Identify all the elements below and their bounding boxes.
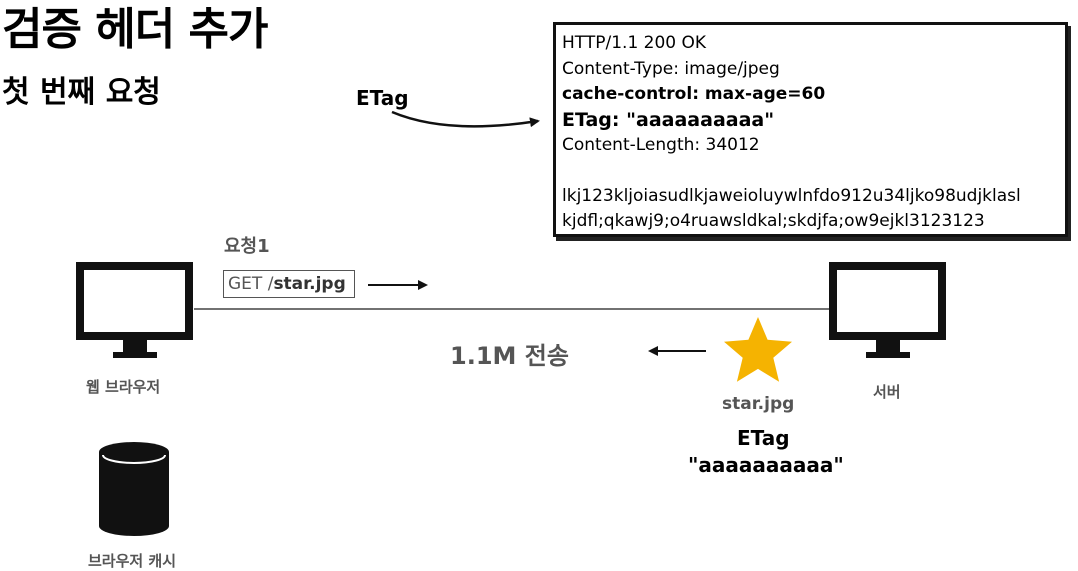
response-header-line: Content-Length: 34012: [562, 135, 760, 155]
response-body-line: lkj123kljoiasudlkjaweioluywlnfdo912u34lj…: [562, 185, 1021, 206]
etag-curve-arrow: [391, 110, 540, 128]
server-monitor-icon: [829, 262, 946, 358]
request-path: star.jpg: [273, 274, 346, 294]
request-label: 요청1: [224, 236, 270, 257]
cache-database-icon: [99, 442, 169, 536]
response-body-line: kjdfl;qkawj9;o4ruawsldkal;skdjfa;ow9ejkl…: [562, 211, 985, 231]
star-icon: [724, 317, 792, 382]
response-box: HTTP/1.1 200 OK Content-Type: image/jpeg c…: [553, 22, 1068, 237]
request-method: GET /: [228, 274, 274, 294]
response-headers: HTTP/1.1 200 OK Content-Type: image/jpeg c…: [562, 31, 1065, 159]
response-header-line: ETag: "aaaaaaaaaa": [562, 108, 775, 131]
server-label: 서버: [873, 383, 901, 401]
page-title: 검증 헤더 추가: [2, 4, 269, 55]
etag-callout-label: ETag: [356, 86, 409, 110]
file-name: star.jpg: [722, 394, 795, 414]
page-subtitle: 첫 번째 요청: [2, 75, 161, 110]
cache-label: 브라우저 캐시: [88, 552, 177, 570]
response-header-line: Content-Type: image/jpeg: [562, 58, 780, 79]
response-body: lkj123kljoiasudlkjaweioluywlnfdo912u34lj…: [562, 184, 1065, 235]
transfer-label: 1.1M 전송: [450, 342, 569, 370]
file-etag-label: ETag: [737, 426, 790, 450]
request-box: GET /star.jpg: [223, 270, 355, 298]
response-header-line: HTTP/1.1 200 OK: [562, 33, 707, 53]
browser-label: 웹 브라우저: [86, 378, 161, 396]
file-etag-value: "aaaaaaaaaa": [688, 453, 844, 477]
response-header-line: cache-control: max-age=60: [562, 84, 826, 104]
browser-monitor-icon: [76, 262, 193, 358]
